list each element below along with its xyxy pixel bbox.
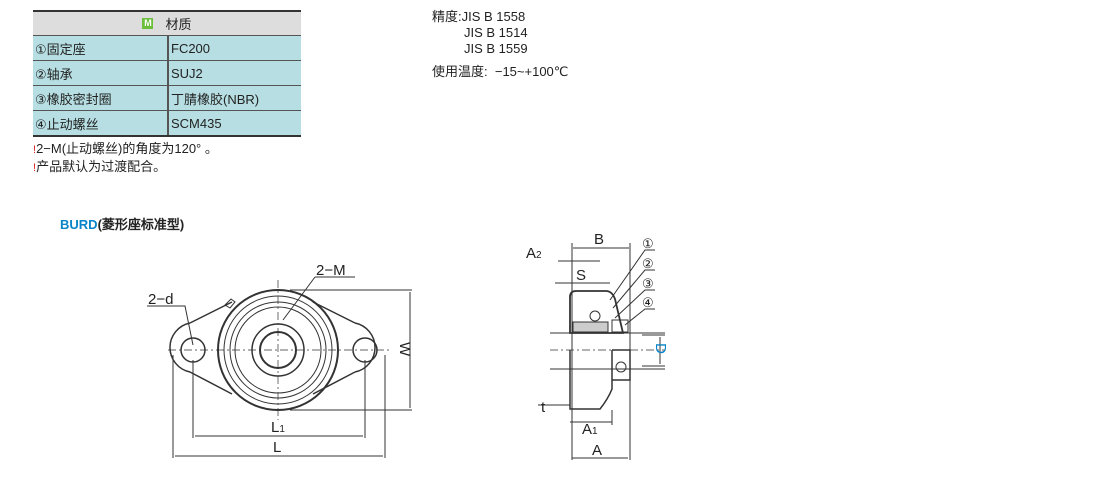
label-t: t — [541, 399, 546, 416]
precision-label: 精度: — [432, 9, 462, 24]
label-w: W — [396, 342, 413, 357]
label-d: D — [652, 343, 669, 354]
precision-value: JIS B 1559 — [464, 41, 528, 56]
label-a: A — [592, 442, 602, 459]
note: !产品默认为过渡配合。 — [33, 156, 166, 175]
model-desc: (菱形座标准型) — [97, 217, 185, 232]
precision-value: JIS B 1514 — [464, 25, 528, 40]
label-s: S — [576, 267, 586, 284]
precision-value: JIS B 1558 — [461, 9, 526, 24]
table-row: ③橡胶密封圈丁腈橡胶(NBR) — [33, 86, 301, 111]
part-cell: ④止动螺丝 — [33, 111, 169, 135]
table-title: 材质 — [165, 17, 192, 32]
note-text: 2−M(止动螺丝)的角度为120° 。 — [36, 141, 218, 156]
precision-spec: 精度:JIS B 1558 — [432, 9, 525, 25]
temp-label: 使用温度: — [432, 64, 488, 79]
label-2-m: 2−M — [316, 262, 346, 279]
label-a2: A2 — [526, 245, 542, 262]
material-cell: 丁腈橡胶(NBR) — [171, 91, 260, 107]
label-l: L — [273, 439, 281, 456]
material-cell: SUJ2 — [171, 65, 203, 81]
material-cell: FC200 — [171, 40, 211, 56]
part-cell: ①固定座 — [33, 36, 169, 60]
temperature-spec: 使用温度: −15~+100℃ — [432, 64, 568, 80]
label-a1: A1 — [582, 421, 598, 438]
label-l1: L1 — [271, 419, 285, 436]
side-view-drawing — [538, 243, 665, 460]
note-text: 产品默认为过渡配合。 — [36, 159, 167, 174]
material-cell: SCM435 — [171, 115, 222, 131]
part-cell: ③橡胶密封圈 — [33, 86, 169, 110]
model-code: BURD — [60, 217, 98, 232]
callout-3: ③ — [642, 276, 654, 291]
callout-4: ④ — [642, 295, 654, 310]
label-b: B — [594, 231, 604, 248]
warning-icon: ! — [33, 144, 37, 156]
table-header: M 材质 — [33, 12, 301, 36]
warning-icon: ! — [33, 162, 37, 174]
temp-value: −15~+100℃ — [494, 64, 569, 79]
part-cell: ②轴承 — [33, 61, 169, 85]
callout-2: ② — [642, 256, 654, 271]
callout-1: ① — [642, 236, 654, 251]
material-badge-icon: M — [142, 18, 154, 29]
label-2-d: 2−d — [148, 291, 173, 308]
front-view-drawing — [147, 276, 412, 458]
note: !2−M(止动螺丝)的角度为120° 。 — [33, 138, 218, 157]
model-title: BURD(菱形座标准型) — [60, 214, 184, 233]
